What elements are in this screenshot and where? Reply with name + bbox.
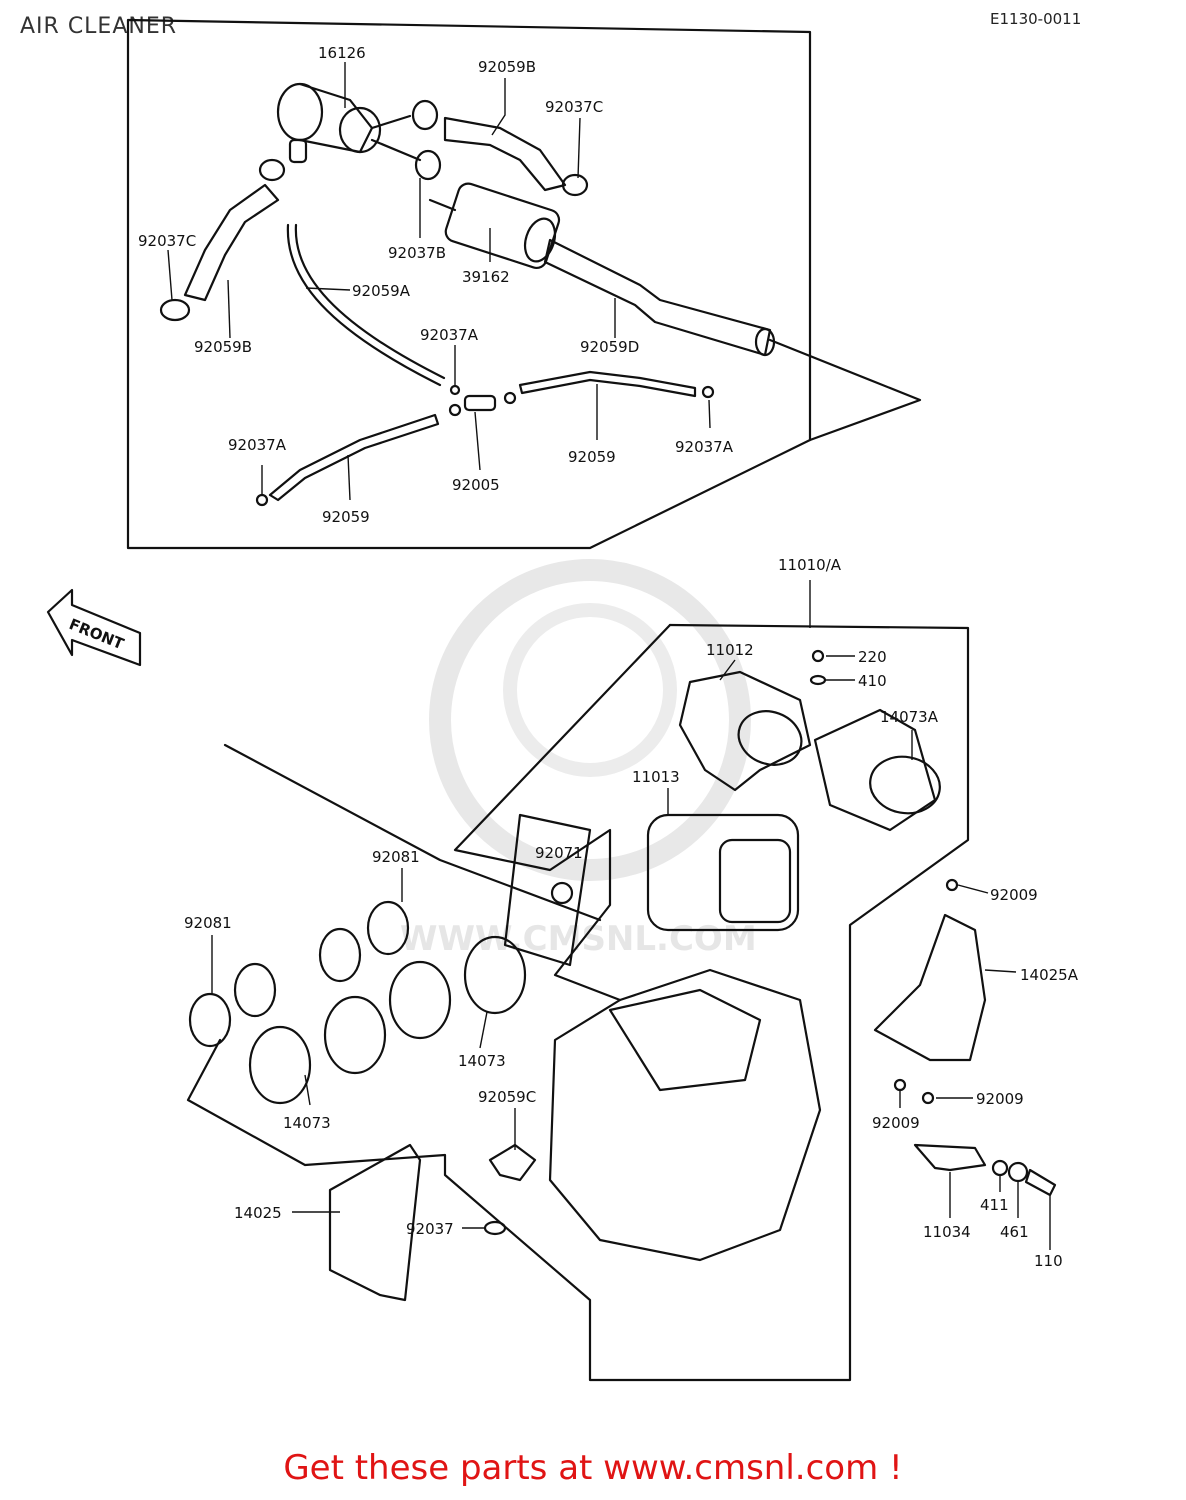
clamp-92037C-left: [159, 298, 191, 322]
airbox-group-frame: [186, 623, 970, 1382]
footer-link[interactable]: Get these parts at www.cmsnl.com !: [283, 1448, 903, 1488]
hose-92059B-top: [443, 116, 567, 192]
element-11013: [646, 813, 800, 932]
label-92005: 92005: [452, 476, 500, 494]
clip-92037A-left: [255, 493, 269, 507]
label-110: 110: [1034, 1252, 1063, 1270]
diagram-title: AIR CLEANER: [20, 14, 178, 39]
screw-220: [811, 649, 825, 663]
label-220: 220: [858, 648, 887, 666]
label-92059-mid: 92059: [568, 448, 616, 466]
rings-92081: [188, 900, 410, 1048]
label-92081-top: 92081: [372, 848, 420, 866]
label-11013: 11013: [632, 768, 680, 786]
clip-92037A-mid: [449, 384, 461, 396]
duct-leader: [223, 743, 602, 922]
label-11012: 11012: [706, 641, 754, 659]
label-92059B-left: 92059B: [194, 338, 252, 356]
watermark-text: WWW.CMSNL.COM: [400, 919, 757, 959]
airbox-group-frame-2: [453, 623, 672, 1002]
front-arrow-icon: [46, 588, 142, 667]
label-92009-br: 92009: [976, 1090, 1024, 1108]
tube-92059A: [286, 223, 442, 387]
grommet-92071: [503, 813, 592, 967]
leader-lines: [167, 62, 1051, 1250]
hose-92059D: [543, 238, 772, 357]
label-11010A: 11010/A: [778, 556, 842, 574]
label-92037A-mid: 92037A: [420, 326, 479, 344]
hose-92059B-left: [183, 183, 280, 302]
screw-92009-br: [921, 1091, 935, 1105]
label-14073-left: 14073: [283, 1114, 331, 1132]
label-92037C-left: 92037C: [138, 232, 196, 250]
front-label: FRONT: [67, 615, 128, 653]
bolt-110: [1024, 1168, 1057, 1197]
valve-16126: [276, 82, 422, 164]
washer-461: [1007, 1161, 1029, 1183]
label-92037C-top: 92037C: [545, 98, 603, 116]
clamp-92037: [483, 1220, 507, 1236]
airbox-main: [548, 968, 822, 1262]
label-92059D: 92059D: [580, 338, 639, 356]
label-14025A: 14025A: [1020, 966, 1079, 984]
label-14025: 14025: [234, 1204, 282, 1222]
clip-92037A-right: [701, 385, 715, 399]
label-92037A-left: 92037A: [228, 436, 287, 454]
intake-14073A: [813, 708, 941, 832]
label-410: 410: [858, 672, 887, 690]
label-92009-top: 92009: [990, 886, 1038, 904]
bracket-11034: [913, 1143, 987, 1172]
label-16126: 16126: [318, 44, 366, 62]
cover-14025A: [873, 913, 987, 1062]
top-group-leader: [768, 338, 922, 442]
clamp-92037C-left-top: [258, 158, 286, 182]
ducts-14073: [248, 935, 527, 1105]
label-92037: 92037: [406, 1220, 454, 1238]
label-92081-left: 92081: [184, 914, 232, 932]
fittings-92005: [448, 391, 517, 417]
label-39162: 39162: [462, 268, 510, 286]
label-92059A: 92059A: [352, 282, 411, 300]
top-group-frame: [126, 18, 812, 550]
washer-410: [809, 674, 827, 686]
label-11034: 11034: [923, 1223, 971, 1241]
washer-411: [991, 1159, 1009, 1177]
label-14073A: 14073A: [880, 708, 939, 726]
label-92059B-top: 92059B: [478, 58, 536, 76]
screw-92009-top: [945, 878, 959, 892]
label-92059C: 92059C: [478, 1088, 536, 1106]
tube-92059-left: [268, 413, 440, 502]
label-411: 411: [980, 1196, 1009, 1214]
cover-14025: [328, 1143, 422, 1302]
label-92037B: 92037B: [388, 244, 446, 262]
resonator-39162: [428, 182, 561, 270]
part-labels: 16126 92059B 92037C 92037C 92037B 92059A…: [138, 44, 1079, 1270]
label-14073-right: 14073: [458, 1052, 506, 1070]
label-92037A-right: 92037A: [675, 438, 734, 456]
label-92009-bl: 92009: [872, 1114, 920, 1132]
diagram-code: E1130-0011: [990, 10, 1082, 28]
screw-92009-bl: [893, 1078, 907, 1092]
tube-92059-mid: [518, 370, 697, 398]
label-461: 461: [1000, 1223, 1029, 1241]
label-92071: 92071: [535, 844, 583, 862]
label-92059-left: 92059: [322, 508, 370, 526]
elbow-92059C: [488, 1143, 537, 1182]
watermark: WWW.CMSNL.COM: [400, 559, 757, 959]
cover-11012: [678, 670, 812, 792]
